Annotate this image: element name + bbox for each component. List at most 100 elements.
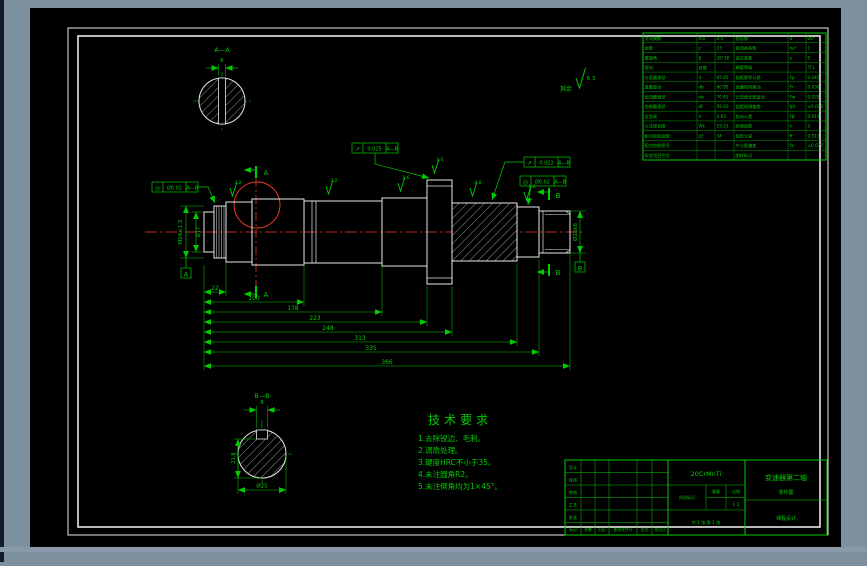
dim-label: 178 <box>287 305 299 312</box>
param-table-cell: 7FL <box>808 65 816 70</box>
title-block-small-labels: 设计校核审核工艺批准标记处数分区更改文件号签名年月日 <box>569 464 666 532</box>
param-table-cell: Fr <box>790 85 794 90</box>
datum-b-label: B <box>578 265 582 273</box>
dim-label: 22 <box>211 285 219 292</box>
roughness-check-icon <box>575 67 586 90</box>
tech-requirements-items: 1.去除锐边、毛刺。2.调质处理。3.硬度HRC不小于35。4.未注圆角R2。5… <box>418 433 502 491</box>
param-table-cell: α <box>790 36 793 41</box>
project-name: 课程设计 <box>776 515 796 522</box>
param-table-cell: 齿形角 <box>736 35 749 42</box>
param-table-cell: mn <box>699 36 706 41</box>
tech-requirement-item: 4.未注圆角R2。 <box>418 469 473 479</box>
weight-label: 重量 <box>712 488 720 494</box>
detail-callout-circle <box>233 181 281 229</box>
param-table-cell: 5.63 <box>717 114 727 119</box>
dim-label-key-width: 8 <box>260 400 264 406</box>
dim-label-key-depth: 21.5 <box>231 452 237 463</box>
datum-flags: A B <box>180 253 586 279</box>
param-table-cell: da <box>699 94 705 99</box>
param-table-cell: 配对齿轮图号 <box>645 142 670 149</box>
title-block: 20CrMnTi 阶段标记 重量 比例 1:2 共 1 张 第 1 张 变速器第… <box>564 459 828 536</box>
param-table-cell: 65.45 <box>717 75 729 80</box>
title-block-rev-label: 处数 <box>584 527 592 532</box>
section-a-letter: A <box>264 291 269 299</box>
gdt-frame-runout-gear: ↗ 0.025 A—B <box>351 142 430 180</box>
section-b-letter: B <box>556 269 561 277</box>
section-b-letter: B <box>556 192 561 200</box>
param-table-cell: db <box>699 85 705 90</box>
shaft-profile <box>203 179 571 285</box>
param-table-cell: d <box>699 75 702 80</box>
title-block-role-label: 校核 <box>569 477 578 484</box>
param-table-cell: 公法线长度变动 <box>736 93 765 100</box>
gdt-symbol: ↗ <box>355 146 360 153</box>
roughness-value: 3.2 <box>330 178 337 184</box>
param-table-cell: 齿数 <box>645 45 654 52</box>
tech-requirement-item: 1.去除锐边、毛刺。 <box>418 433 485 443</box>
param-table-cell: 70.45 <box>717 94 729 99</box>
dim-label-thread: M24×1.5 <box>178 219 184 245</box>
roughness-check-icon <box>229 181 238 198</box>
param-table-cell: 0.045 <box>808 75 820 80</box>
roughness-check-icon <box>325 179 334 196</box>
drawing-subtitle: 零件图 <box>778 489 793 496</box>
section-marks: A A B B <box>244 166 561 299</box>
param-table-cell: k <box>790 124 793 129</box>
param-table-cell: 23 <box>717 46 723 51</box>
param-table-cell: 齿向公差 <box>736 113 753 120</box>
dim-label: 335 <box>365 345 377 352</box>
dim-label-section-dia: Ø25 <box>256 483 268 490</box>
param-table-cell: 螺旋角 <box>645 54 658 61</box>
dim-label: 100 <box>248 295 260 302</box>
param-table-cell: 配对齿轮齿数 <box>645 132 671 139</box>
roughness-value: 1.6 <box>528 184 535 190</box>
param-table-cell: h <box>699 114 702 119</box>
shaft-section-thread <box>538 210 571 254</box>
gdt-tolerance: 0.025 <box>367 147 381 153</box>
roughness-check-icon <box>523 185 532 202</box>
dim-label: 223 <box>309 315 321 322</box>
param-table-cell: 齿圈径向跳动 <box>736 84 761 91</box>
title-block-rev-label: 签名 <box>641 527 649 532</box>
gdt-datum-ref: A—B <box>558 161 570 167</box>
technical-requirements: 技术要求 1.去除锐边、毛刺。2.调质处理。3.硬度HRC不小于35。4.未注圆… <box>418 413 502 491</box>
window-edge <box>0 0 4 562</box>
param-table-cell: Fβ <box>790 114 795 119</box>
title-block-role-label: 设计 <box>569 464 577 471</box>
title-block-rev-label: 年月日 <box>654 527 666 532</box>
param-table-cell: 齿根圆直径 <box>645 103 666 110</box>
roughness-value: 3.2 <box>234 180 241 186</box>
gdt-datum-ref: A—B <box>186 186 198 192</box>
param-table-cell: 基圆直径 <box>645 84 662 91</box>
param-table-cell: 59.20 <box>717 104 729 109</box>
title-block-role-label: 工艺 <box>569 503 577 508</box>
spline-section-hatched <box>451 202 518 262</box>
gdt-symbol: ↗ <box>527 160 532 167</box>
gdt-frame-concentricity-right: ◎ Ø0.02 A—B <box>519 175 566 206</box>
param-table-cell: fa <box>790 143 794 148</box>
dim-label-slot-width: 6 <box>220 58 224 64</box>
sheet-count: 共 1 张 第 1 张 <box>692 519 722 526</box>
view-label-aa: A—A <box>214 46 230 54</box>
param-table-cell: 法向模数 <box>645 35 663 42</box>
param-table-cell: 变位系数 <box>736 54 754 61</box>
material-spec: 20CrMnTi <box>691 470 722 478</box>
param-table-cell: 图样标记 <box>736 152 754 159</box>
dim-label: 248 <box>322 325 334 332</box>
param-table-cell: 齿形公差 <box>736 132 753 139</box>
param-table-cell: 全齿高 <box>645 113 658 120</box>
title-block-rev-label: 更改文件号 <box>614 527 633 532</box>
param-table-cell: 2.5 <box>717 36 724 41</box>
gdt-datum-ref: A—B <box>386 147 398 153</box>
param-table-cell: 旋向 <box>645 64 653 71</box>
param-table-cell: ha* <box>790 46 797 51</box>
section-a-letter: A <box>264 169 269 177</box>
tech-requirements-title: 技术要求 <box>428 413 492 427</box>
param-table-cell: 分度圆直径 <box>645 74 666 81</box>
param-table-cell: Fp <box>790 75 795 80</box>
section-view-aa: 6 A—A <box>193 46 251 130</box>
param-table-cell: 齿距极限偏差 <box>736 103 761 110</box>
roughness-note-prefix: 其余 <box>560 85 572 93</box>
